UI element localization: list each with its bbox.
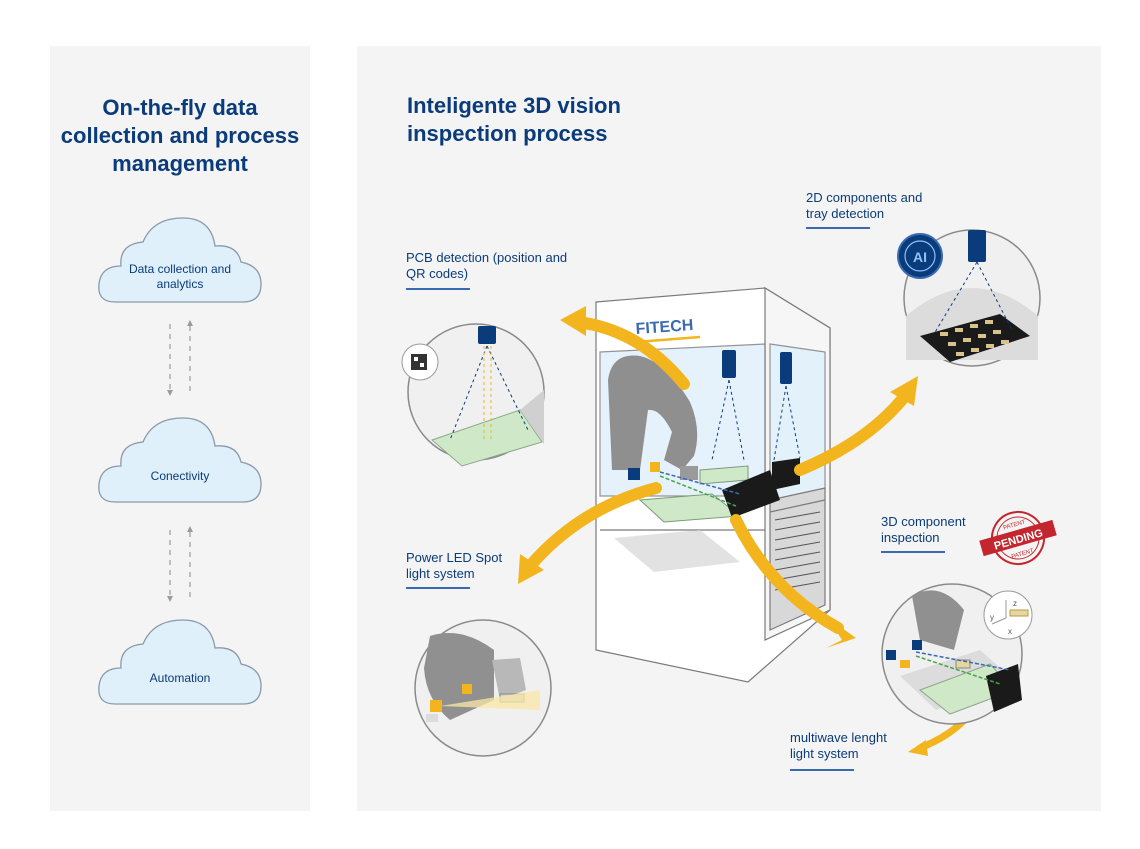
arrowhead-up-icon	[187, 320, 193, 326]
cloud-icon	[98, 619, 262, 705]
camera-icon	[722, 350, 736, 378]
vignette-2d-components: AI	[897, 229, 1041, 367]
cloud-connectivity: Conectivity	[95, 410, 265, 510]
arrow-to-power-led	[524, 482, 662, 572]
axis-label-x: x	[1008, 627, 1012, 636]
process-arrows	[524, 316, 970, 752]
axes-inset	[983, 590, 1033, 640]
callout-underline	[806, 227, 870, 229]
led-spot-icon	[430, 700, 442, 712]
arrowhead-down-icon	[167, 596, 173, 602]
vignette-3d-inspection: z y x	[881, 583, 1033, 725]
axis-label-z: z	[1013, 599, 1017, 608]
ai-badge-label: AI	[913, 249, 927, 265]
cloud-connectors	[167, 320, 193, 602]
right-panel-title: Inteligente 3D vision inspection process	[407, 93, 621, 146]
callout-2d-components: 2D components and tray detection	[806, 190, 923, 221]
led-spot-icon	[462, 684, 472, 694]
callout-underline	[881, 551, 945, 553]
arrow-to-3d	[730, 514, 844, 634]
callout-pcb-detection: PCB detection (position and QR codes)	[406, 250, 568, 281]
camera-icon	[780, 352, 792, 384]
axis-label-y: y	[990, 613, 994, 622]
arrowhead-up-icon	[187, 526, 193, 532]
cloud-label: Conectivity	[150, 469, 210, 483]
cloud-icon	[98, 217, 262, 303]
cloud-data-collection: Data collection and analytics	[95, 210, 265, 310]
callout-underline	[406, 587, 470, 589]
robot-arm-silhouette	[608, 355, 698, 470]
cloud-icon	[98, 417, 262, 503]
arrowhead-icon	[560, 306, 586, 336]
arrow-to-2d	[794, 386, 914, 476]
callout-underline	[406, 288, 470, 290]
callout-3d-inspection: 3D component inspection	[881, 514, 966, 545]
callout-power-led: Power LED Spot light system	[406, 550, 503, 581]
vignette-power-led	[414, 619, 552, 757]
arrowhead-down-icon	[167, 390, 173, 396]
camera-icon	[968, 230, 986, 262]
arrow-to-pcb	[572, 316, 690, 390]
inspection-illustration: FITECH	[401, 229, 1057, 757]
callout-underline	[790, 769, 854, 771]
arrowhead-icon	[890, 376, 918, 406]
arrowhead-icon	[908, 740, 928, 756]
qr-code-icon	[411, 354, 427, 370]
callout-multiwave: multiwave lenght light system	[790, 730, 887, 761]
cloud-label: Automation	[149, 671, 211, 685]
arrowhead-icon	[826, 618, 856, 648]
cloud-label: Data collection and analytics	[128, 262, 232, 291]
left-panel-title: On-the-fly data collection and process m…	[60, 95, 300, 176]
patent-pending-stamp: PENDING PATENT PATENT	[979, 511, 1057, 565]
arrowhead-icon	[518, 554, 544, 584]
machine-brand: FITECH	[635, 317, 694, 338]
cloud-automation: Automation	[95, 612, 265, 712]
camera-icon	[478, 326, 496, 344]
vignette-pcb-detection	[401, 323, 545, 467]
